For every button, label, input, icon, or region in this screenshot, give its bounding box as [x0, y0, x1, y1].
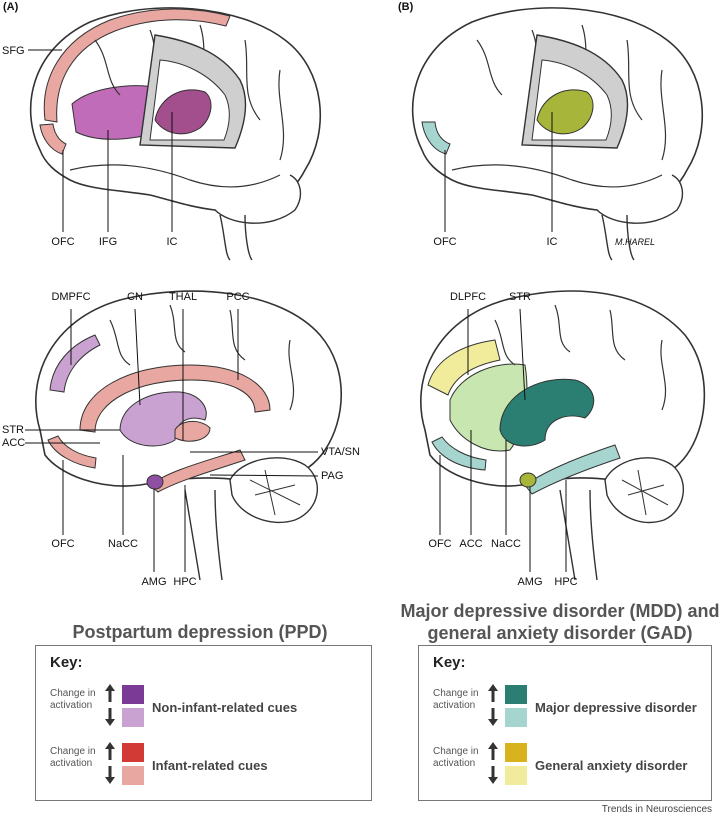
label-vta-sn: VTA/SN [321, 446, 360, 458]
label-ic-a-top: IC [166, 236, 178, 248]
label-nacc-b: NaCC [491, 538, 521, 550]
label-dmpfc: DMPFC [51, 291, 91, 303]
label-cn: CN [127, 291, 143, 303]
change-label-row2: Change in activation [50, 746, 106, 770]
brain-sagittal-b [420, 290, 706, 581]
panel-letter-a: (A) [3, 1, 19, 13]
key-label-infant: Infant-related cues [152, 758, 268, 773]
change-label-row1: Change in activation [433, 688, 489, 712]
key-box-mdd-gad: Key: Change in activation Major depressi… [418, 645, 712, 801]
swatch-infant-increase [122, 743, 144, 762]
change-label-row2: Change in activation [433, 746, 489, 770]
brain-sagittal-a [25, 290, 343, 581]
label-ifg: IFG [98, 236, 118, 248]
up-down-arrows-icon [105, 742, 115, 784]
label-dlpfc: DLPFC [449, 291, 487, 303]
label-ofc-b-top: OFC [433, 236, 457, 248]
title-mdd-line2: general anxiety disorder (GAD) [427, 623, 693, 643]
label-sfg: SFG [2, 45, 25, 57]
up-down-arrows-icon [488, 742, 498, 784]
label-nacc-a: NaCC [108, 538, 138, 550]
label-hpc-b: HPC [554, 576, 578, 588]
title-ppd: Postpartum depression (PPD) [72, 622, 328, 642]
change-line1: Change in [50, 746, 96, 757]
label-amg-a: AMG [141, 576, 167, 588]
label-ic-b-top: IC [546, 236, 558, 248]
key-label-non-infant: Non-infant-related cues [152, 700, 298, 715]
brain-lateral-a [28, 7, 322, 261]
up-down-arrows-icon [488, 684, 498, 726]
swatch-gad-decrease [505, 766, 527, 785]
label-str-b: STR [509, 291, 531, 303]
key-box-ppd: Key: Change in activation Non-infant-rel… [35, 645, 372, 801]
label-pag: PAG [321, 470, 344, 482]
change-label-row1: Change in activation [50, 688, 106, 712]
label-amg-b: AMG [517, 576, 543, 588]
label-thal: THAL [168, 291, 198, 303]
key-title-mdd-gad: Key: [433, 654, 466, 671]
up-down-arrows-icon [105, 684, 115, 726]
change-line1: Change in [433, 688, 479, 699]
change-line2: activation [50, 700, 93, 711]
change-line2: activation [433, 758, 476, 769]
change-line1: Change in [433, 746, 479, 757]
swatch-infant-decrease [122, 766, 144, 785]
swatch-gad-increase [505, 743, 527, 762]
label-pcc: PCC [226, 291, 250, 303]
label-ofc-b-mid: OFC [428, 538, 452, 550]
swatch-mdd-decrease [505, 708, 527, 727]
journal-footer: Trends in Neurosciences [601, 804, 712, 815]
key-title-ppd: Key: [50, 654, 83, 671]
label-acc-b: ACC [459, 538, 483, 550]
swatch-mdd-increase [505, 685, 527, 704]
signature: M.HAREL [615, 237, 656, 247]
change-line1: Change in [50, 688, 96, 699]
label-ofc-a-top: OFC [51, 236, 75, 248]
key-label-mdd: Major depressive disorder [535, 700, 697, 715]
label-str-a: STR [2, 424, 24, 436]
swatch-non-infant-increase [122, 685, 144, 704]
brain-lateral-b [411, 7, 704, 261]
panel-letter-b: (B) [398, 1, 414, 13]
title-mdd-line1: Major depressive disorder (MDD) and [400, 601, 720, 621]
label-ofc-a-mid: OFC [51, 538, 75, 550]
change-line2: activation [50, 758, 93, 769]
key-label-gad: General anxiety disorder [535, 758, 688, 773]
change-line2: activation [433, 700, 476, 711]
label-acc-a: ACC [2, 437, 26, 449]
swatch-non-infant-decrease [122, 708, 144, 727]
label-hpc-a: HPC [173, 576, 197, 588]
